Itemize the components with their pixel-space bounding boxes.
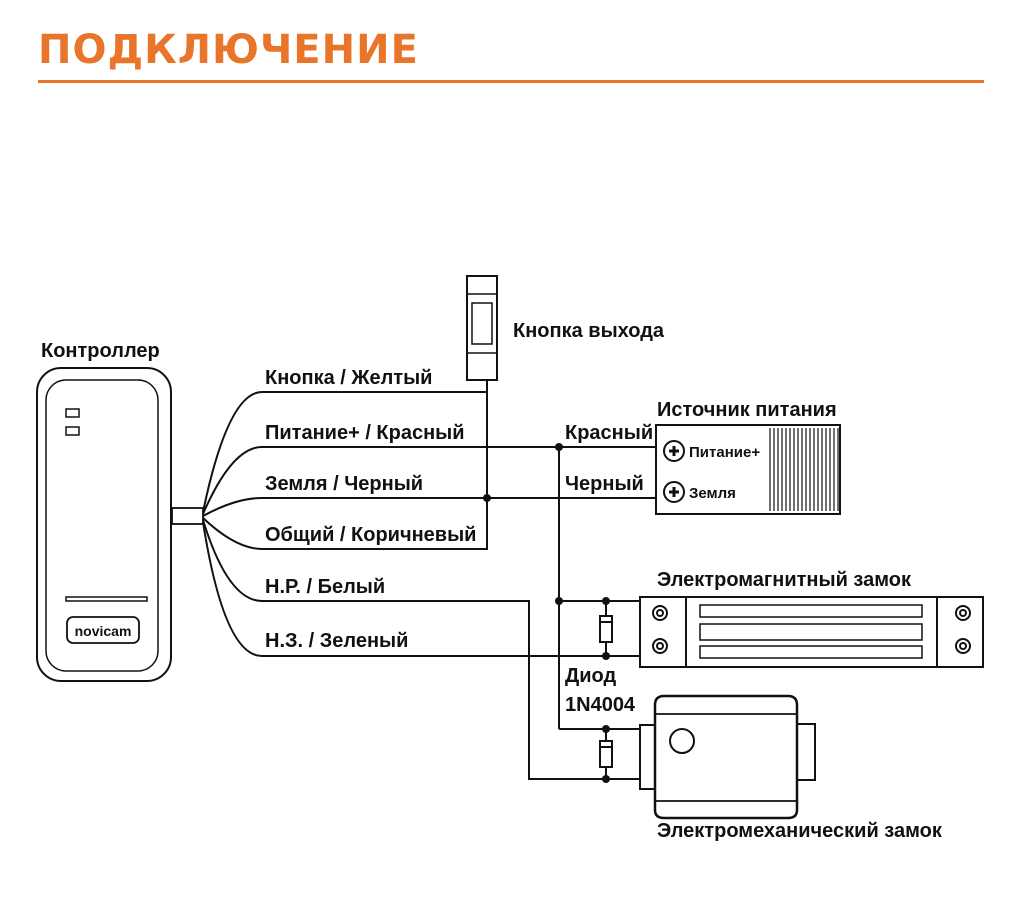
psu-wire-red: Красный <box>565 422 653 444</box>
power-supply-label: Источник питания <box>657 399 837 421</box>
diode-icon <box>599 740 613 768</box>
wire-label-nc: Н.З. / Зеленый <box>265 630 408 652</box>
diode-icon <box>599 615 613 643</box>
wire-label-common: Общий / Коричневый <box>265 524 476 546</box>
psu-wire-black: Черный <box>565 473 644 495</box>
wire-label-ground: Земля / Черный <box>265 473 423 495</box>
controller-device <box>36 367 204 682</box>
electromechanical-lock <box>639 694 816 820</box>
junction-dots <box>483 443 610 783</box>
mech-lock-label: Электромеханический замок <box>657 820 943 842</box>
wire-label-button: Кнопка / Желтый <box>265 367 432 389</box>
psu-terminal-ground: Земля <box>689 485 736 502</box>
diode-label: Диод <box>565 665 616 687</box>
wire-label-no: Н.Р. / Белый <box>265 576 385 598</box>
mag-lock-label: Электромагнитный замок <box>657 569 912 591</box>
controller-brand: novicam <box>75 623 132 639</box>
exit-button-label: Кнопка выхода <box>513 320 665 342</box>
plus-terminal-icon <box>663 440 685 462</box>
power-supply-device <box>655 424 841 515</box>
controller-label: Контроллер <box>41 340 160 362</box>
page-title: ПОДКЛЮЧЕНИЕ <box>38 27 419 73</box>
lock-wiring <box>558 447 640 779</box>
ground-terminal-icon <box>663 481 685 503</box>
wire-label-power: Питание+ / Красный <box>265 422 465 444</box>
electromagnetic-lock <box>639 596 984 668</box>
exit-button-device <box>466 275 498 381</box>
psu-terminal-plus: Питание+ <box>689 444 760 461</box>
diode-model: 1N4004 <box>565 694 636 716</box>
wire-bundle <box>202 380 655 780</box>
title-rule <box>38 80 984 83</box>
